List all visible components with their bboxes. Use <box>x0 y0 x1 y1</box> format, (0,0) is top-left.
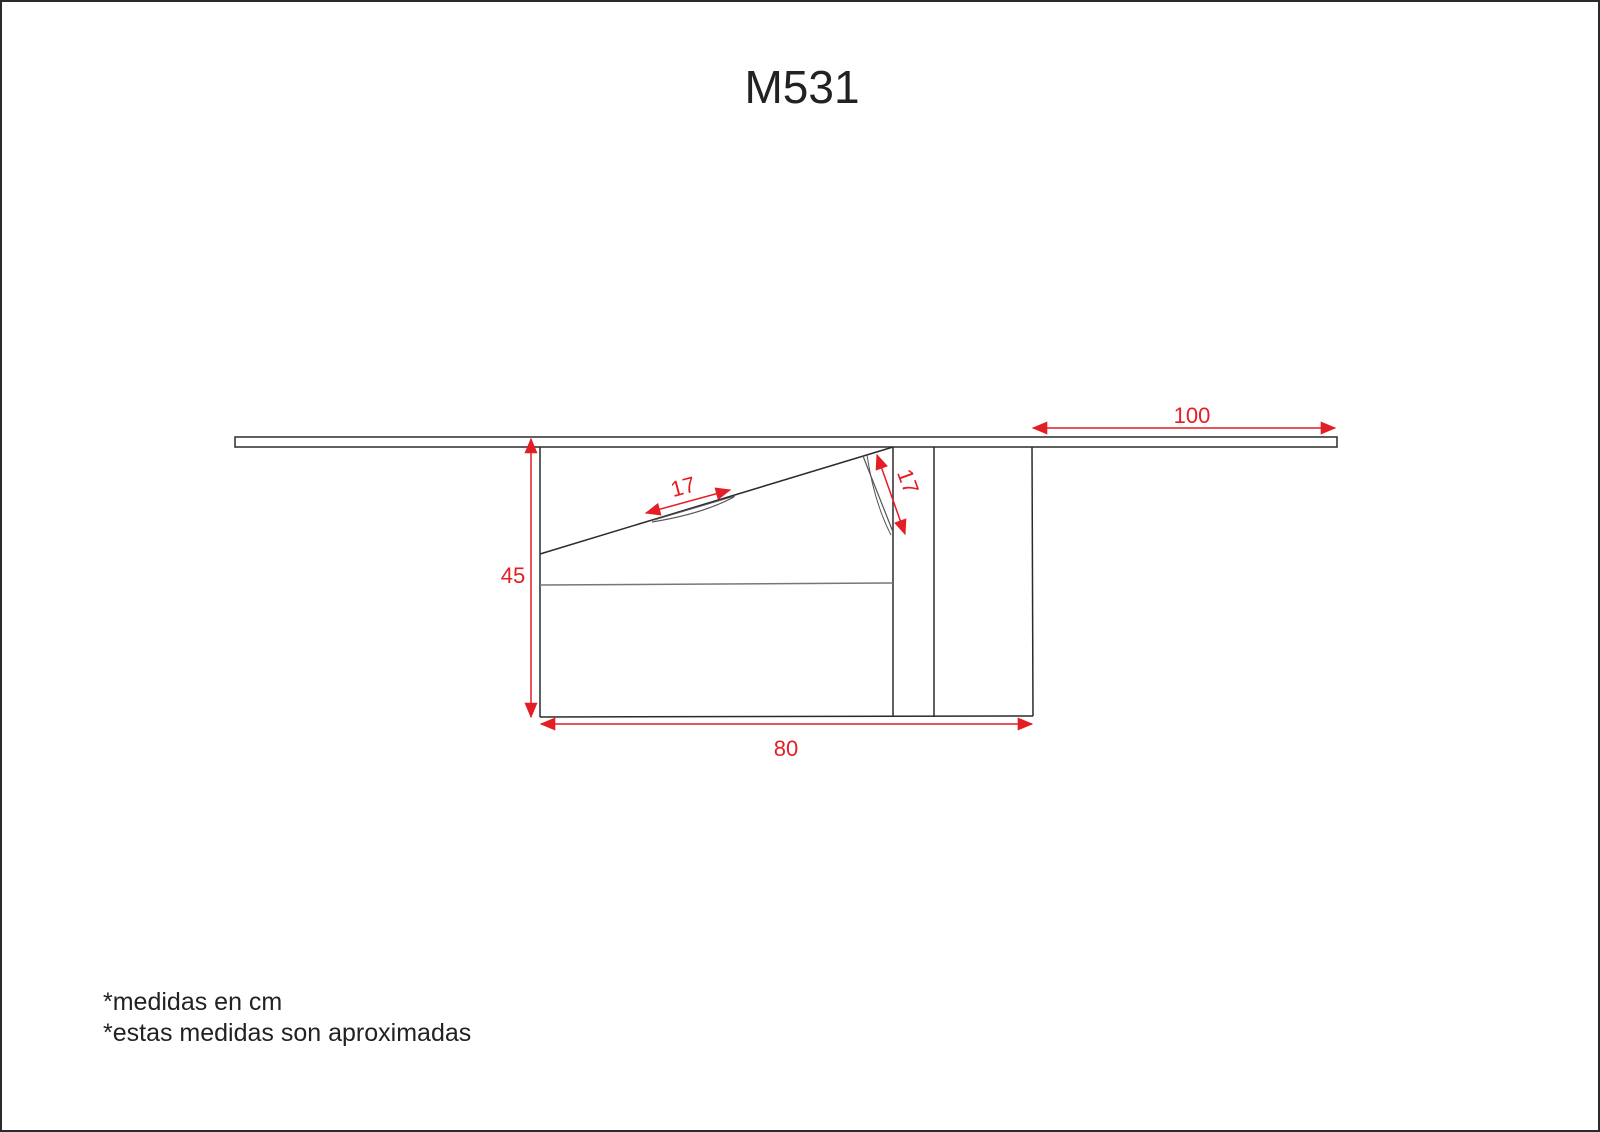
dimension-label-100: 100 <box>1174 403 1211 428</box>
note-approximate: *estas medidas son aproximadas <box>103 1019 472 1047</box>
dimension-flap-diagonal: 17 <box>644 472 732 516</box>
notes: *medidas en cm *estas medidas son aproxi… <box>103 987 471 1049</box>
dimension-label-17-diagonal: 17 <box>668 472 698 502</box>
dimension-height: 45 <box>501 437 538 719</box>
dimension-label-45: 45 <box>501 563 525 588</box>
dimension-top-extension: 100 <box>1031 403 1337 435</box>
dimension-flap-vertical: 17 <box>875 453 924 536</box>
model-title: M531 <box>744 61 860 113</box>
dimension-label-17-vertical: 17 <box>892 466 924 498</box>
dimension-label-80: 80 <box>774 736 798 761</box>
top-board <box>234 436 1338 448</box>
cabinet-body <box>539 446 1034 718</box>
note-units: *medidas en cm <box>103 988 283 1016</box>
dimension-width: 80 <box>539 717 1034 761</box>
